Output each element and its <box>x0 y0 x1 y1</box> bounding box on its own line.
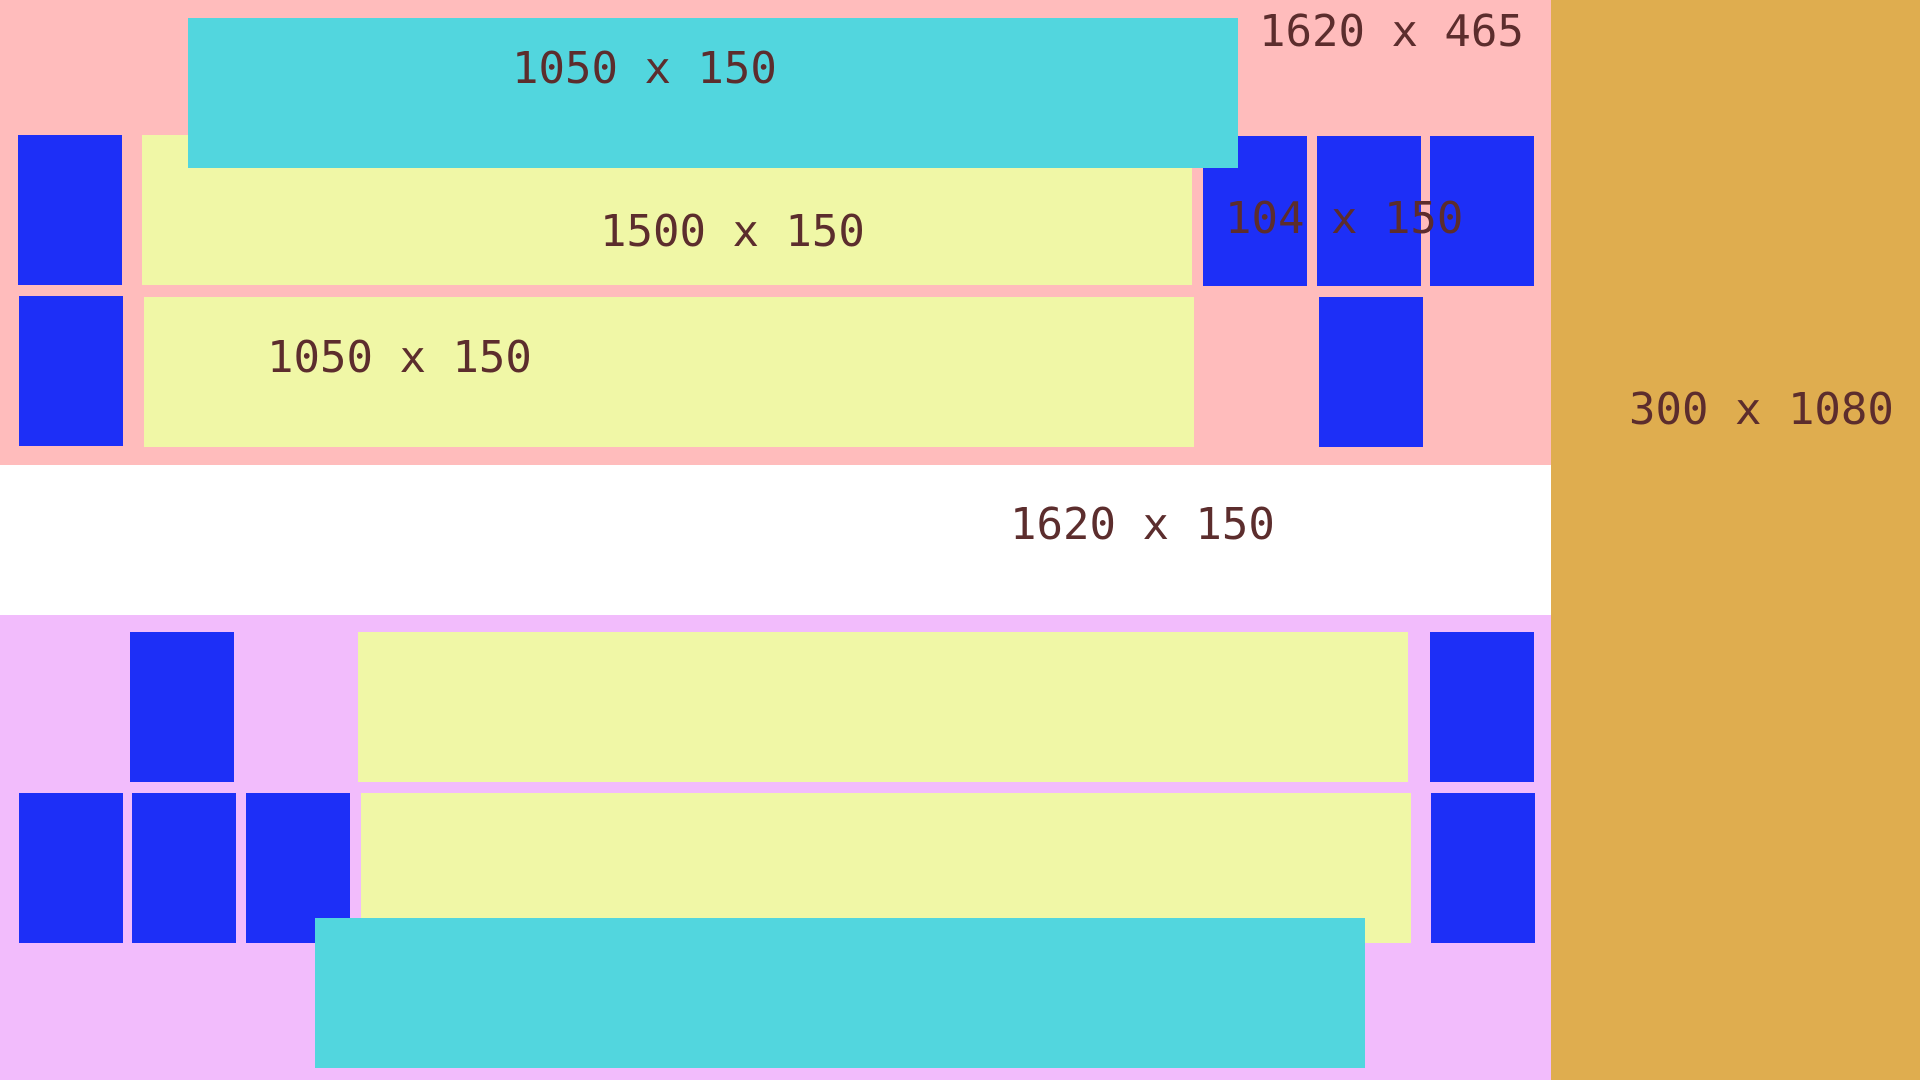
sidebar-label: 300 x 1080 <box>1629 384 1894 435</box>
bottom-tile-3 <box>132 793 236 943</box>
top-cyan-bar <box>188 18 1238 168</box>
top-yellow-bar-2 <box>144 297 1194 447</box>
top-left-tile-1 <box>18 135 122 285</box>
sidebar-panel <box>1551 0 1920 1080</box>
top-right-tile-3 <box>1430 136 1534 286</box>
bottom-yellow-bar-1 <box>358 632 1408 782</box>
top-region-label: 1620 x 465 <box>1259 6 1524 57</box>
bottom-tile-2 <box>19 793 123 943</box>
bottom-tile-1 <box>130 632 234 782</box>
top-yellow-bar-1-label: 1500 x 150 <box>600 206 865 257</box>
top-tile-group-label: 104 x 150 <box>1225 193 1464 244</box>
bottom-tile-5 <box>1430 632 1534 782</box>
top-left-tile-2 <box>19 296 123 446</box>
top-right-tile-4 <box>1319 297 1423 447</box>
middle-band-label: 1620 x 150 <box>1010 499 1275 550</box>
top-yellow-bar-2-label: 1050 x 150 <box>267 332 532 383</box>
bottom-tile-6 <box>1431 793 1535 943</box>
top-right-tile-2 <box>1317 136 1421 286</box>
middle-band <box>0 465 1551 615</box>
top-cyan-bar-label: 1050 x 150 <box>512 43 777 94</box>
bottom-cyan-bar <box>315 918 1365 1068</box>
